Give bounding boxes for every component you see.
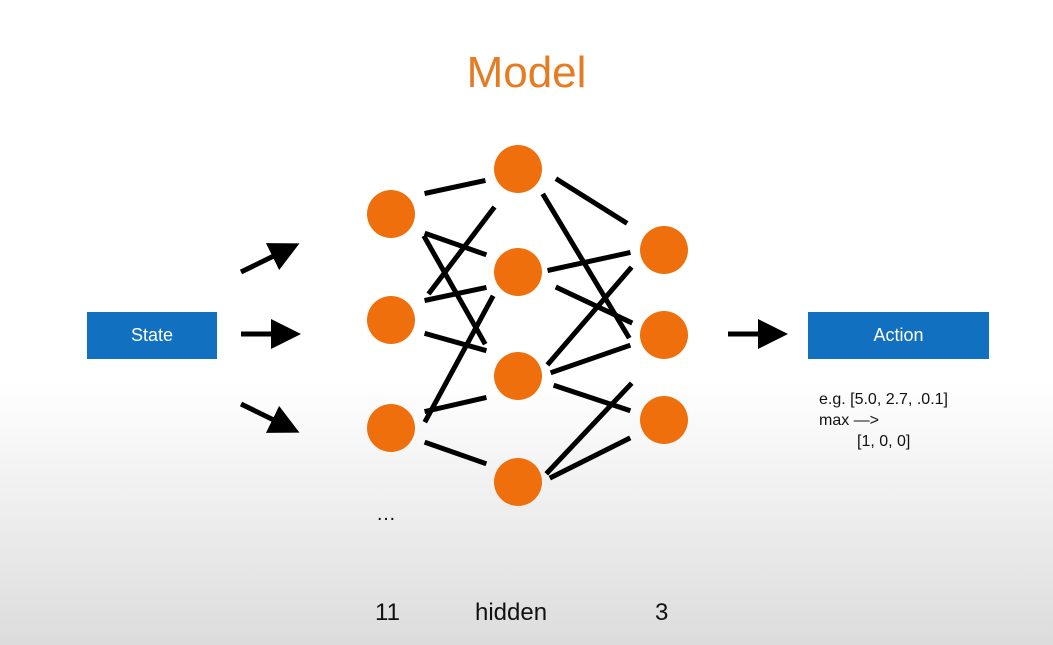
input-node (367, 404, 415, 452)
connection (421, 234, 488, 346)
example-line-3: [1, 0, 0] (857, 433, 911, 450)
input-hidden-connections (421, 178, 497, 467)
input-arrows (239, 243, 301, 433)
model-title: Model (466, 48, 587, 97)
hidden-node (494, 458, 542, 506)
hidden-layer-label: hidden (475, 599, 548, 626)
more-inputs-ellipsis: … (376, 503, 396, 525)
connection (554, 284, 634, 326)
connection (424, 395, 487, 414)
connection (424, 178, 486, 196)
output-node (640, 396, 688, 444)
hidden-node (494, 145, 542, 193)
connection (549, 342, 632, 376)
input-layer (367, 190, 415, 452)
connection (544, 381, 634, 476)
connection (423, 330, 488, 354)
connection (423, 439, 488, 467)
connection (552, 382, 632, 414)
connection (554, 176, 629, 226)
output-node (640, 226, 688, 274)
input-node (367, 190, 415, 238)
example-line-1: e.g. [5.0, 2.7, .0.1] (819, 391, 948, 408)
example-line-2: max —> (819, 412, 880, 429)
input-arrow-up (239, 243, 300, 275)
input-node (367, 296, 415, 344)
connection (426, 205, 497, 296)
connection (548, 435, 632, 481)
connection (422, 294, 496, 424)
output-layer (640, 226, 688, 444)
output-node (640, 311, 688, 359)
connection (545, 265, 634, 367)
connection (423, 230, 488, 258)
hidden-output-connections (540, 176, 634, 481)
hidden-layer (494, 145, 542, 506)
state-box: State (87, 312, 217, 359)
hidden-node (494, 248, 542, 296)
connection (547, 250, 631, 273)
connection (424, 285, 487, 303)
action-box: Action (808, 312, 989, 359)
action-example: e.g. [5.0, 2.7, .0.1] max —> [1, 0, 0] (819, 389, 948, 452)
input-layer-label: 11 (375, 599, 400, 626)
hidden-node (494, 352, 542, 400)
output-layer-label: 3 (655, 599, 669, 626)
input-arrow-down (239, 401, 300, 433)
